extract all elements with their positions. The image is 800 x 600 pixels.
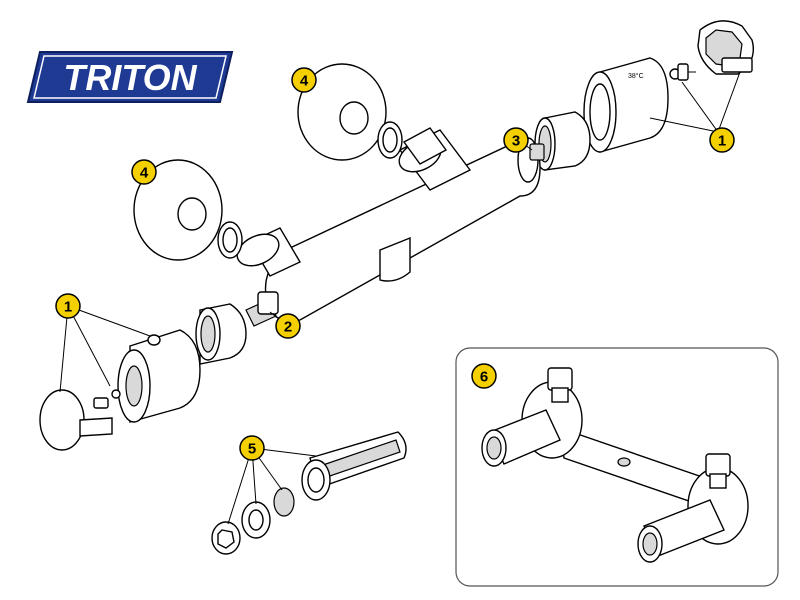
triton-logo: TRITON	[26, 51, 234, 103]
svg-text:1: 1	[718, 133, 726, 150]
svg-text:4: 4	[300, 73, 309, 90]
svg-text:38°C: 38°C	[628, 72, 644, 80]
svg-text:3: 3	[512, 133, 520, 150]
cartridge-stem	[245, 291, 279, 327]
callout-2: 2	[275, 313, 301, 339]
wall-flange-top	[297, 63, 403, 161]
splined-nut-right	[534, 111, 591, 171]
callout-4-left: 4	[131, 159, 157, 185]
wall-flange-left	[133, 159, 243, 261]
wall-bracket-inset	[455, 347, 779, 587]
svg-text:4: 4	[140, 165, 149, 182]
callout-1-right: 1	[709, 127, 735, 153]
logo-badge	[26, 51, 234, 103]
knob-assembly-left	[39, 303, 247, 451]
svg-text:6: 6	[480, 369, 488, 386]
valve-body	[236, 127, 541, 322]
callout-1-left: 1	[55, 293, 81, 319]
svg-text:2: 2	[284, 319, 292, 336]
knob-assembly-right: 38°C	[583, 20, 755, 153]
callout-3: 3	[503, 127, 529, 153]
svg-text:5: 5	[248, 441, 256, 458]
logo-text: TRITON	[63, 57, 197, 98]
svg-text:1: 1	[64, 299, 72, 316]
callout-6: 6	[471, 363, 497, 389]
callout-4-top: 4	[291, 67, 317, 93]
filter-assembly	[211, 431, 407, 555]
callout-5: 5	[239, 435, 265, 461]
stem-insert-3	[529, 143, 545, 161]
